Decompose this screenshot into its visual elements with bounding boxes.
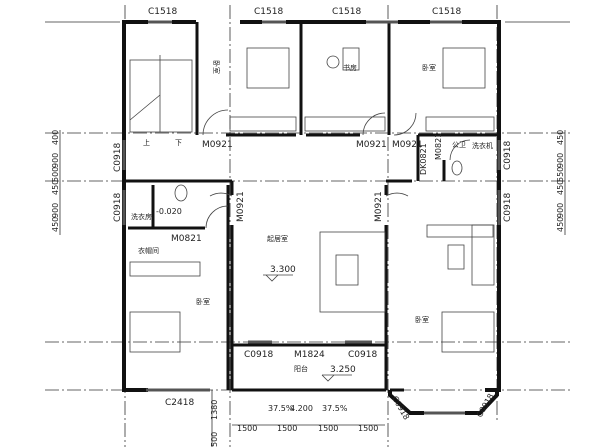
desk: [342, 47, 360, 71]
label-c0918: C0918: [390, 395, 411, 422]
label-balcony: 阳台: [294, 364, 308, 373]
label-bedroom: 卧室: [415, 315, 429, 324]
label-m1824: M1824: [294, 350, 325, 360]
dim-right: 450: [556, 180, 565, 195]
bed: [442, 47, 486, 89]
wardrobe: [129, 261, 201, 277]
label-c1518: C1518: [432, 7, 461, 17]
label-m0921: M0921: [202, 140, 233, 150]
wardrobe: [425, 116, 495, 132]
slope-label: 37.5%: [322, 404, 348, 413]
dim-bottom: 1500: [237, 424, 257, 433]
dim-left: 500: [51, 167, 60, 182]
wardrobe: [229, 116, 297, 132]
side-table: [447, 244, 465, 270]
chair: [326, 55, 340, 69]
dim-right: 550: [556, 167, 565, 182]
dim-vertical: 500: [210, 432, 219, 447]
label-c0918: C0918: [503, 141, 513, 170]
elevation-roof: 4.200: [290, 404, 313, 413]
label-m0921: M0921: [392, 140, 423, 150]
label-c0918: C0918: [475, 392, 496, 419]
coffee-table: [335, 254, 359, 286]
bay-window-frame: [465, 390, 499, 415]
label-bathroom: 公卫: [452, 141, 466, 149]
elevation-triangle: [263, 274, 293, 282]
door-swings: [202, 109, 471, 229]
label-c1518: C1518: [332, 7, 361, 17]
window-labels: C1518 C1518 C1518 C1518 C0918 C0918 C091…: [113, 7, 513, 421]
dim-bottom: 1500: [277, 424, 297, 433]
label-c0918: C0918: [113, 143, 123, 172]
dim-bottom: 1500: [318, 424, 338, 433]
dim-left: 400: [51, 130, 60, 145]
label-laundry: 洗衣房: [131, 212, 152, 221]
elevation-bathroom: -0.020: [156, 207, 182, 216]
dim-right: 900: [556, 153, 565, 168]
elevation-marks: -0.020 3.300 3.250 4.200 37.5% 37.5%: [156, 207, 356, 413]
label-laundry: 洗衣机: [472, 141, 493, 150]
wardrobe: [304, 116, 386, 132]
dim-right: 450: [556, 217, 565, 232]
sofa: [319, 231, 386, 313]
dim-left: 900: [51, 203, 60, 218]
label-m0921: M0921: [356, 140, 387, 150]
bay-window-frame: [388, 390, 424, 415]
label-living-room: 起居室: [267, 234, 288, 243]
bed: [441, 311, 495, 353]
label-cloakroom: 衣帽间: [138, 246, 159, 255]
label-bedroom: 卧室: [196, 297, 210, 306]
dim-vertical: 1380: [210, 400, 219, 420]
bed: [129, 311, 181, 353]
dim-left: 900: [51, 153, 60, 168]
windows: [122, 20, 501, 415]
toilet: [174, 184, 188, 202]
label-stair-down: 下: [175, 139, 182, 147]
room-labels: 上 下 卧室 书房 卧室 公卫 洗衣机 洗衣房 衣帽间 起居室 卧室 卧室 阳台: [131, 60, 493, 373]
label-bedroom: 卧室: [422, 63, 436, 72]
label-c1518: C1518: [254, 7, 283, 17]
label-m0921: M0921: [374, 191, 384, 222]
label-c1518: C1518: [148, 7, 177, 17]
door-labels: M0921 M0921 M0921 DK0821 M0821 M0821 M09…: [171, 133, 443, 360]
label-study: 书房: [343, 63, 357, 72]
label-dk0821: DK0821: [419, 143, 428, 175]
label-c0918: C0918: [503, 193, 513, 222]
label-c0918: C0918: [348, 350, 377, 360]
dimension-lines: 1500 1500 1500 1500 1380 500 400 900 500…: [51, 130, 566, 447]
label-c0918: C0918: [244, 350, 273, 360]
label-m0821: M0821: [434, 133, 443, 160]
label-c2418: C2418: [165, 398, 194, 408]
toilet: [451, 160, 463, 176]
dim-bottom: 1500: [358, 424, 378, 433]
dim-right: 900: [556, 203, 565, 218]
label-bedroom: 卧室: [212, 60, 221, 74]
furniture: [129, 47, 495, 353]
sofa: [471, 224, 495, 286]
slope-label: 37.5%: [268, 404, 294, 413]
label-m0821: M0821: [171, 234, 202, 244]
staircase: [129, 55, 193, 133]
elevation-balcony: 3.250: [330, 365, 356, 375]
elevation-triangle: [321, 374, 352, 382]
wardrobe: [426, 224, 494, 238]
elevation-living: 3.300: [270, 265, 296, 275]
label-stair-up: 上: [143, 138, 150, 147]
dim-left: 450: [51, 180, 60, 195]
label-m0921: M0921: [236, 191, 246, 222]
bed: [246, 47, 290, 89]
dim-right: 450: [556, 130, 565, 145]
dim-left: 450: [51, 217, 60, 232]
label-c0918: C0918: [113, 193, 123, 222]
